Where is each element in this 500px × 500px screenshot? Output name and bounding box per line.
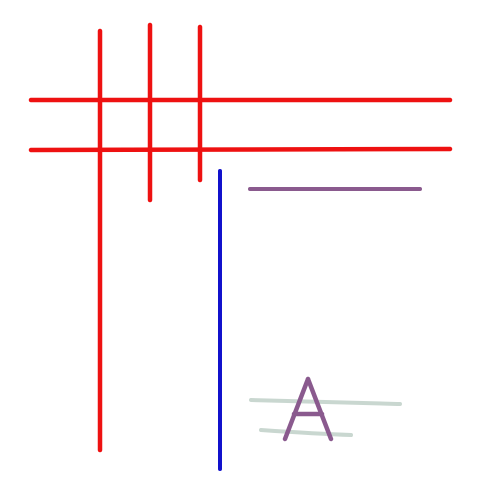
letter-a-right-stroke bbox=[305, 376, 334, 442]
gray-underline-stroke-2 bbox=[259, 428, 353, 437]
gray-underline-stroke-1 bbox=[249, 398, 402, 406]
red-horizontal-line-2 bbox=[28, 146, 453, 153]
handwritten-letter-a bbox=[282, 376, 334, 442]
letter-a-left-stroke bbox=[282, 376, 311, 442]
